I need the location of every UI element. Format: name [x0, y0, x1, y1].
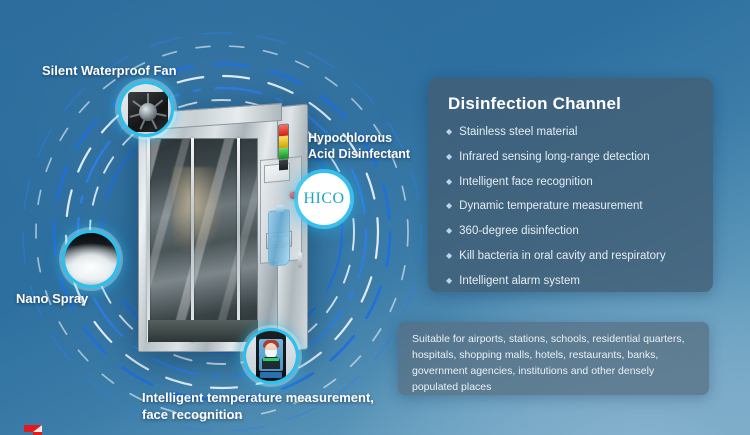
feature-item: ◆ Intelligent face recognition: [446, 175, 695, 190]
callout-label-face-line2: face recognition: [142, 406, 243, 422]
diamond-bullet-icon: ◆: [446, 226, 453, 236]
fan-hub: [139, 103, 157, 121]
panel-title: Disinfection Channel: [448, 94, 622, 113]
diamond-bullet-icon: ◆: [446, 127, 453, 136]
booth-interior: [148, 138, 258, 342]
specification-panel: Disinfection Channel ◆ Stainless steel ma…: [428, 78, 713, 292]
feature-item: ◆ Intelligent alarm system: [446, 274, 695, 289]
feature-text: Dynamic temperature measurement: [459, 200, 643, 213]
tower-light-green: [279, 147, 288, 160]
feature-text: Infrared sensing long-range detection: [459, 150, 650, 163]
booth-door-frame: [147, 138, 150, 342]
callout-label-hypochlorous: Hypochlorous Acid Disinfectant: [308, 130, 420, 162]
feature-item: ◆ Dynamic temperature measurement: [446, 199, 695, 214]
callout-label-face-recognition: Intelligent temperature measurement, fac…: [142, 390, 387, 423]
signal-tower-base: [279, 159, 288, 171]
badge-hico-disinfectant: HICO: [298, 173, 350, 225]
spray-mist-icon: [65, 233, 117, 285]
diamond-bullet-icon: ◆: [446, 275, 453, 285]
fan-wire: [163, 90, 171, 112]
callout-label-nano-spray: Nano Spray: [16, 291, 89, 306]
diamond-bullet-icon: ◆: [446, 201, 453, 211]
tower-light-red: [279, 124, 288, 137]
diamond-bullet-icon: ◆: [446, 151, 453, 161]
feature-text: Stainless steel material: [459, 126, 578, 138]
face-terminal-icon: [246, 331, 296, 381]
face-mask: [265, 350, 277, 358]
signal-tower-light: [278, 123, 289, 161]
tower-light-yellow: [279, 135, 288, 149]
feature-item: ◆ Infrared sensing long-range detection: [446, 150, 695, 165]
feature-item: ◆ Stainless steel material: [446, 125, 695, 140]
badge-silent-waterproof-fan: [118, 81, 174, 137]
feature-text: Intelligent alarm system: [459, 274, 580, 287]
booth-floor: [148, 320, 258, 342]
badge-face-recognition-terminal: [243, 328, 299, 384]
badge-nano-spray: [62, 230, 120, 288]
callout-label-hypochlorous-line1: Hypochlorous: [308, 131, 393, 145]
callout-label-face-line1: Intelligent temperature measurement,: [142, 390, 374, 405]
product-photo-disinfection-booth: [136, 102, 308, 355]
brand-logo: [24, 425, 42, 435]
feature-item: ◆ Kill bacteria in oral cavity and respir…: [446, 249, 695, 264]
detection-band: [263, 358, 279, 361]
feature-text: Intelligent face recognition: [459, 175, 593, 188]
usage-description: Suitable for airports, stations, schools…: [412, 333, 685, 393]
usage-scenarios-panel: Suitable for airports, stations, schools…: [398, 322, 709, 395]
feature-text: 360-degree disinfection: [459, 225, 579, 238]
feature-list: ◆ Stainless steel material ◆ Infrared sensi…: [446, 125, 695, 289]
terminal-device: [256, 331, 286, 381]
hico-label: HICO: [303, 190, 345, 207]
diamond-bullet-icon: ◆: [446, 250, 453, 260]
terminal-screen: [259, 339, 283, 371]
fan-blade: [147, 93, 149, 112]
booth-door-handle: [298, 251, 302, 269]
diamond-bullet-icon: ◆: [446, 176, 453, 186]
booth-door-frame: [237, 138, 240, 342]
callout-label-fan: Silent Waterproof Fan: [42, 63, 177, 78]
emergency-stop-button: [290, 192, 297, 199]
feature-text: Kill bacteria in oral cavity and respira…: [459, 249, 666, 262]
disinfectant-bottle: [268, 208, 290, 268]
callout-label-hypochlorous-line2: Acid Disinfectant: [308, 147, 411, 161]
booth-door-frame: [191, 138, 194, 342]
terminal-indicator: [260, 372, 282, 378]
fan-icon: [121, 84, 171, 134]
feature-item: ◆ 360-degree disinfection: [446, 224, 695, 239]
